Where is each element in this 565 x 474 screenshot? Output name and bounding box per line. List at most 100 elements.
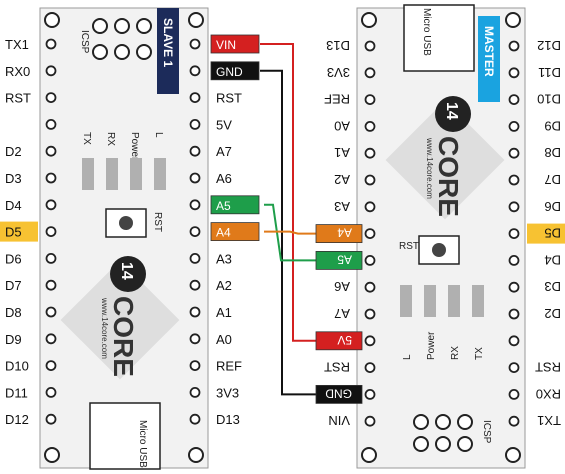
slave-wire-tag-label-a4: A4 [216, 226, 231, 240]
master-pin-hole [364, 121, 376, 132]
master-pin-hole [364, 201, 376, 213]
slave-pin-hole [45, 413, 57, 425]
master-mount-hole [505, 12, 521, 28]
slave-pin-hole [189, 306, 201, 318]
master-pin-hole [364, 174, 376, 186]
slave-pin-label-tx1: TX1 [5, 37, 29, 52]
master-rst-label: RST [399, 241, 419, 252]
master-wire-tag-label-a5: A5 [337, 252, 352, 266]
slave-mount-hole [188, 447, 204, 463]
master-usb-label: Micro USB [421, 8, 432, 56]
master-pin-label-d2: D2 [544, 306, 561, 321]
slave-pin-hole [45, 226, 57, 238]
master-led-label-tx: TX [474, 347, 485, 360]
slave-pin-hole [45, 38, 57, 50]
slave-usb-label: Micro USB [137, 420, 148, 468]
master-icsp-label: ICSP [481, 420, 492, 444]
master-led [472, 285, 484, 317]
master-pin-hole [364, 40, 376, 52]
slave-rst-label: RST [152, 212, 163, 232]
master-pin-label-a2: A2 [334, 172, 350, 187]
slave-pin-hole [45, 65, 57, 77]
slave-pin-label-d11: D11 [5, 385, 28, 400]
master-pin-hole [364, 335, 376, 347]
slave-wire-tag [210, 34, 260, 54]
slave-pin-hole [189, 145, 201, 157]
master-wire-tag [315, 250, 363, 270]
slave-pin-hole [45, 119, 57, 130]
master-pin-hole [508, 121, 520, 132]
master-usb-connector [403, 4, 475, 72]
master-mount-hole [361, 447, 377, 463]
master-pin-label-tx1: TX1 [537, 413, 561, 428]
slave-badge [157, 8, 179, 94]
slave-board-body [39, 7, 209, 469]
master-wire-tag [315, 224, 363, 244]
slave-pin-hole [45, 306, 57, 318]
master-pin-label-a7: A7 [334, 306, 350, 321]
slave-mount-hole [44, 12, 60, 28]
master-pin-hole [508, 415, 520, 427]
slave-pin-hole [45, 360, 57, 372]
master-pin-label-d5: D5 [544, 226, 561, 241]
slave-pin-label-d4: D4 [5, 198, 22, 213]
master-wire-tag-label-gnd: GND [325, 386, 352, 400]
slave-led [154, 158, 166, 190]
master-pin-hole [508, 388, 520, 400]
slave-pin-hole [189, 279, 201, 291]
master-pin-label-d12: D12 [537, 38, 561, 53]
master-pin-label-d10: D10 [537, 92, 561, 107]
master-pin-hole [508, 308, 520, 320]
master-pin-label-rst: RST [535, 360, 561, 375]
slave-pin-hole [45, 252, 57, 264]
master-led [424, 285, 436, 317]
slave-led-label-l: L [153, 132, 164, 138]
slave-pin-hole [189, 413, 201, 425]
master-badge-label: MASTER [482, 26, 496, 77]
master-pin-hole [364, 362, 376, 374]
master-pin-hole [508, 201, 520, 213]
master-pin-hole [508, 281, 520, 293]
slave-pin-label-rst: RST [5, 91, 31, 106]
slave-pin-label-d12: D12 [5, 412, 29, 427]
master-pin-label-d3: D3 [544, 279, 561, 294]
slave-pin-hole [189, 226, 201, 238]
master-pin-label-d13: D13 [326, 38, 350, 53]
master-pin-hole [364, 281, 376, 293]
slave-pin-label-d9: D9 [5, 332, 22, 347]
slave-led-label-power: Power [129, 132, 140, 161]
slave-logo-mark: 14 [118, 262, 135, 280]
master-mount-hole [361, 12, 377, 28]
slave-icsp-header [92, 18, 152, 60]
master-pin-hole [364, 94, 376, 105]
slave-pin-hole [45, 333, 57, 345]
master-pin-hole [364, 415, 376, 427]
slave-wire-tag [210, 61, 260, 81]
master-pin-label-3v3: 3V3 [327, 65, 350, 80]
master-pin-label-d8: D8 [544, 145, 561, 160]
slave-pin-label-a3: A3 [216, 251, 232, 266]
slave-pin-hole [45, 92, 57, 103]
slave-usb-connector [89, 402, 161, 470]
slave-pin-hole [189, 199, 201, 211]
slave-pin-hole [189, 119, 201, 130]
master-pin-label-a3: A3 [334, 199, 350, 214]
slave-pin-label-rx0: RX0 [5, 64, 30, 79]
master-pin-label-a0: A0 [334, 118, 350, 133]
slave-pin-headers: TX1RX0RSTGNDD2D3D4D5D6D7D8D9D10D11D12VIN… [0, 37, 245, 427]
slave-pin-hole [189, 252, 201, 264]
slave-pin-highlight [0, 221, 38, 242]
slave-wire-tag [210, 222, 260, 242]
slave-pin-label-5v: 5V [216, 117, 232, 132]
slave-pin-label-rst: RST [216, 91, 242, 106]
master-wire-tag [315, 384, 363, 404]
master-pin-hole [364, 228, 376, 240]
master-logo-word: CORE [433, 136, 464, 217]
slave-pin-label-ref: REF [216, 359, 242, 374]
master-pin-label-rst: RST [324, 360, 350, 375]
master-pin-hole [364, 388, 376, 400]
